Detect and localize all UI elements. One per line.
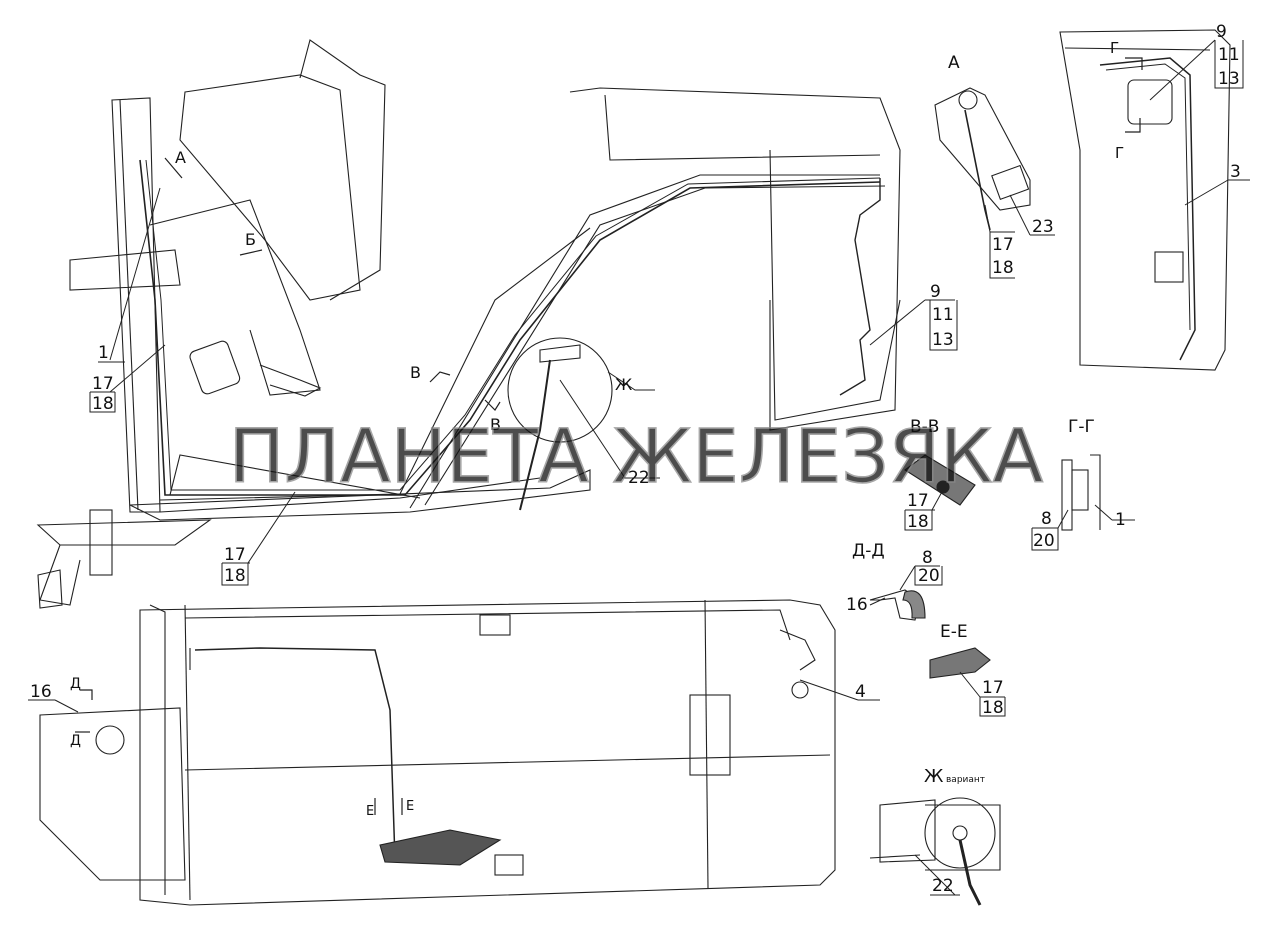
- marker-g-top: Г: [1110, 39, 1119, 57]
- view-zh-variant-note: вариант: [946, 775, 985, 785]
- marker-zh: Ж: [615, 375, 632, 394]
- section-dd-detail: [869, 589, 926, 621]
- callout-8-dd: 8: [922, 548, 933, 568]
- watermark-text: ПЛАНЕТА ЖЕЛЕЗЯКА: [229, 414, 1044, 500]
- callout-9-right: 9: [1216, 22, 1227, 42]
- callout-18-bottom: 18: [224, 566, 246, 586]
- callout-17-ee: 17: [982, 678, 1004, 698]
- callout-18-ee: 18: [982, 698, 1004, 718]
- view-zh-label: Ж: [924, 766, 944, 787]
- marker-e-left: Е: [366, 804, 374, 819]
- section-gg-detail: [1061, 454, 1101, 531]
- section-ee-label: Е-Е: [940, 622, 968, 642]
- callout-22-main: 22: [628, 468, 650, 488]
- callout-11-right: 11: [1218, 45, 1240, 65]
- marker-g-bottom: Г: [1115, 144, 1124, 162]
- callout-17-left: 17: [92, 374, 114, 394]
- callout-16-dd: 16: [846, 595, 868, 615]
- callout-1-main: 1: [98, 343, 109, 363]
- section-gg-label: Г-Г: [1068, 417, 1095, 437]
- view-a-detail: [934, 87, 1031, 231]
- callout-13-middle: 13: [932, 330, 954, 350]
- callout-13-right: 13: [1218, 69, 1240, 89]
- callout-18-left: 18: [92, 394, 114, 414]
- callout-numbers: 1 17 18 17 18 22 9 11 13 9 11 13 3 17 18…: [30, 22, 1241, 896]
- right-panel-detail-view: [1059, 29, 1231, 371]
- callout-20-dd: 20: [918, 566, 940, 586]
- callout-11-middle: 11: [932, 305, 954, 325]
- callout-23: 23: [1032, 217, 1054, 237]
- callout-8-gg: 8: [1041, 509, 1052, 529]
- callout-17-vv: 17: [907, 491, 929, 511]
- marker-a: А: [175, 148, 186, 167]
- callout-17-bottom: 17: [224, 545, 246, 565]
- callout-3: 3: [1230, 162, 1241, 182]
- marker-v-top: В: [410, 363, 421, 382]
- callout-9-middle: 9: [930, 282, 941, 302]
- view-zh-variant-detail: [869, 797, 1001, 906]
- callout-leader-lines: [28, 39, 1250, 896]
- callout-4: 4: [855, 682, 866, 702]
- callout-17-view-a: 17: [992, 235, 1014, 255]
- callout-20-gg: 20: [1033, 531, 1055, 551]
- view-a-label: А: [948, 53, 960, 73]
- section-dd-label: Д-Д: [852, 541, 885, 561]
- marker-v-bottom: В: [490, 415, 501, 434]
- callout-18-vv: 18: [907, 512, 929, 532]
- section-vv-label: В-В: [910, 417, 939, 437]
- marker-d-bottom: Д: [70, 733, 81, 749]
- cab-assembly-main-view: [36, 39, 901, 609]
- section-ee-detail: [929, 647, 991, 679]
- callout-18-view-a: 18: [992, 258, 1014, 278]
- marker-arrows: [75, 57, 1143, 815]
- marker-letters: А Б В В Ж Г Г Д Д Е Е: [70, 39, 1124, 819]
- view-labels: А В-В Г-Г Д-Д Е-Е Ж вариант: [852, 53, 1095, 787]
- marker-e-right: Е: [406, 799, 414, 814]
- callout-1-gg: 1: [1115, 510, 1126, 530]
- callout-16-tank: 16: [30, 682, 52, 702]
- callout-22-variant: 22: [932, 876, 954, 896]
- marker-d-top: Д: [70, 676, 81, 692]
- marker-b: Б: [245, 230, 256, 249]
- tank-assembly-lower-view: [39, 599, 836, 906]
